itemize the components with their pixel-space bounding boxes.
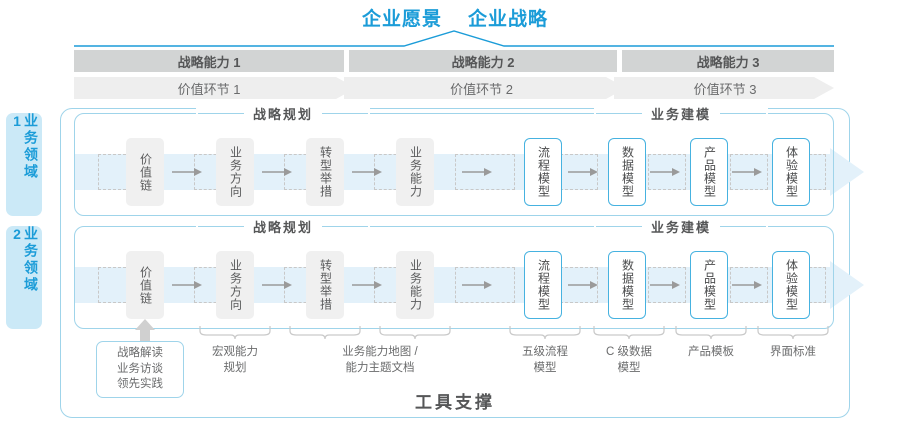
- tool-label-2-line-1: 业务能力地图 /: [342, 346, 418, 358]
- peak-connector-icon: [74, 30, 834, 47]
- value-cell-1: 价值环节 1: [177, 81, 241, 97]
- node-modeling-1-1[interactable]: 流程模型: [524, 138, 562, 206]
- node-modeling-2-2[interactable]: 数据模型: [608, 251, 646, 319]
- tool-label-4: C 级数据 模型: [592, 345, 666, 376]
- tool-box-strategy-inputs: 战略解读 业务访谈 领先实践: [96, 341, 184, 398]
- arrow-icon: [732, 168, 762, 176]
- tool-support-footer: 工具支撑: [415, 393, 495, 412]
- tool-label-3-line-1: 五级流程: [522, 346, 568, 358]
- tool-label-6: 界面标准: [756, 345, 830, 361]
- value-cell-2: 价值环节 2: [450, 81, 513, 97]
- tool-box-line-2: 业务访谈: [117, 362, 163, 375]
- node-planning-1-1[interactable]: 价值链: [126, 138, 164, 206]
- row-card-2: [74, 226, 834, 329]
- tool-label-2-line-2: 能力主题文档: [345, 361, 415, 374]
- section-caption-modeling-1-text: 业务建模: [651, 106, 712, 122]
- row-card-1: [74, 113, 834, 216]
- title-enterprise-strategy: 企业战略: [468, 9, 549, 30]
- node-planning-1-4[interactable]: 业务能力: [396, 138, 434, 206]
- capability-cell-1: 战略能力 1: [74, 50, 344, 72]
- dashed-placeholder: [730, 267, 768, 303]
- node-planning-2-3[interactable]: 转型举措: [306, 251, 344, 319]
- brace-icon: [379, 326, 451, 340]
- side-label-domain-2-text: 业务领域 2: [9, 226, 39, 294]
- tool-label-5: 产品模板: [674, 345, 748, 361]
- tool-label-3-line-2: 模型: [533, 361, 557, 374]
- arrow-icon: [650, 168, 680, 176]
- side-label-domain-1: 业务领域 1: [6, 113, 42, 216]
- node-modeling-2-1[interactable]: 流程模型: [524, 251, 562, 319]
- tool-label-1-line-1: 宏观能力: [212, 346, 258, 358]
- value-chevron-band: [74, 77, 834, 99]
- value-cell-3: 价值环节 3: [693, 81, 757, 97]
- capability-cell-2: 战略能力 2: [349, 50, 617, 72]
- tool-box-line-3: 领先实践: [117, 378, 163, 391]
- title-enterprise-vision: 企业愿景: [361, 9, 442, 30]
- top-titles: 企业愿景 企业战略: [0, 4, 910, 31]
- dashed-placeholder: [455, 154, 515, 190]
- brace-icon: [199, 326, 271, 340]
- outer-container: [60, 108, 850, 418]
- tool-label-6-line-1: 界面标准: [770, 346, 816, 358]
- dashed-placeholder: [648, 267, 686, 303]
- tool-label-4-line-1: C 级数据: [606, 346, 652, 358]
- node-planning-1-2[interactable]: 业务方向: [216, 138, 254, 206]
- node-planning-2-1[interactable]: 价值链: [126, 251, 164, 319]
- arrow-icon: [568, 168, 598, 176]
- tool-label-1: 宏观能力 规划: [198, 345, 272, 376]
- node-modeling-1-2[interactable]: 数据模型: [608, 138, 646, 206]
- node-modeling-1-4[interactable]: 体验模型: [772, 138, 810, 206]
- section-caption-planning-1: 战略规划: [196, 105, 371, 122]
- capability-band: 战略能力 1 战略能力 2 战略能力 3: [74, 50, 834, 72]
- node-planning-2-2[interactable]: 业务方向: [216, 251, 254, 319]
- arrow-icon: [650, 281, 680, 289]
- node-modeling-2-3[interactable]: 产品模型: [690, 251, 728, 319]
- dashed-placeholder: [455, 267, 515, 303]
- up-arrow-icon: [135, 319, 155, 341]
- tool-label-3: 五级流程 模型: [508, 345, 582, 376]
- side-label-domain-2: 业务领域 2: [6, 226, 42, 329]
- section-caption-planning-1-text: 战略规划: [253, 106, 314, 122]
- node-planning-1-3[interactable]: 转型举措: [306, 138, 344, 206]
- section-caption-modeling-2: 业务建模: [594, 218, 769, 235]
- node-modeling-2-4[interactable]: 体验模型: [772, 251, 810, 319]
- dashed-placeholder: [648, 154, 686, 190]
- arrow-icon: [262, 281, 292, 289]
- capability-cell-3: 战略能力 3: [622, 50, 834, 72]
- section-caption-planning-2-text: 战略规划: [253, 219, 314, 235]
- arrow-icon: [462, 281, 492, 289]
- arrow-icon: [462, 168, 492, 176]
- arrow-icon: [352, 168, 382, 176]
- brace-icon: [757, 326, 829, 340]
- brace-icon: [509, 326, 581, 340]
- tool-label-5-line-1: 产品模板: [688, 346, 734, 358]
- arrow-icon: [172, 168, 202, 176]
- brace-icon: [289, 326, 361, 340]
- tool-label-1-line-2: 规划: [223, 361, 247, 374]
- tool-label-2: 业务能力地图 / 能力主题文档: [330, 345, 430, 376]
- tool-label-4-line-2: 模型: [617, 361, 641, 374]
- side-label-domain-1-text: 业务领域 1: [9, 113, 39, 181]
- arrow-icon: [732, 281, 762, 289]
- arrow-icon: [568, 281, 598, 289]
- node-planning-2-4[interactable]: 业务能力: [396, 251, 434, 319]
- tool-box-line-1: 战略解读: [117, 347, 163, 359]
- arrow-icon: [352, 281, 382, 289]
- node-modeling-1-3[interactable]: 产品模型: [690, 138, 728, 206]
- arrow-icon: [262, 168, 292, 176]
- section-caption-planning-2: 战略规划: [196, 218, 371, 235]
- brace-icon: [593, 326, 665, 340]
- dashed-placeholder: [730, 154, 768, 190]
- section-caption-modeling-1: 业务建模: [594, 105, 769, 122]
- arrow-icon: [172, 281, 202, 289]
- section-caption-modeling-2-text: 业务建模: [651, 219, 712, 235]
- brace-icon: [675, 326, 747, 340]
